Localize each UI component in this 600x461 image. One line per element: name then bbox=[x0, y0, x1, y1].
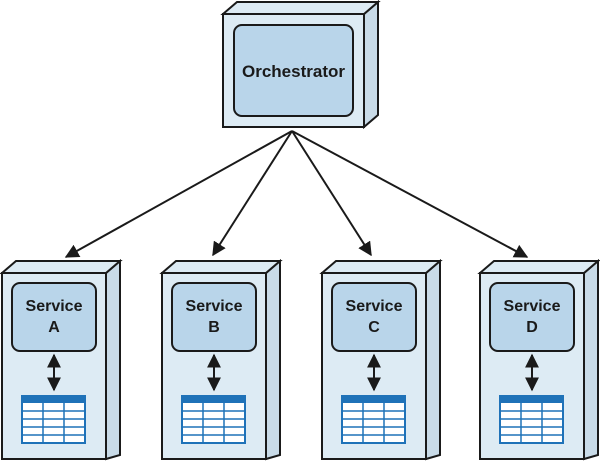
database-table-icon bbox=[21, 395, 86, 444]
database-table-icon bbox=[499, 395, 564, 444]
orchestrator-label: Orchestrator bbox=[242, 62, 345, 81]
orchestrator-top bbox=[220, 0, 381, 15]
service-label-line1: Service bbox=[26, 298, 83, 315]
service-node-d: Service D bbox=[477, 258, 600, 461]
service-side bbox=[105, 258, 121, 461]
service-panel bbox=[171, 282, 257, 352]
orchestrator-panel bbox=[233, 24, 354, 117]
service-top bbox=[159, 260, 283, 274]
service-panel bbox=[489, 282, 575, 352]
database-table-icon bbox=[341, 395, 406, 444]
service-node-a: Service A bbox=[0, 258, 123, 461]
arrow-to-service-a bbox=[64, 130, 293, 258]
service-label-line2: C bbox=[368, 319, 380, 336]
service-top bbox=[319, 260, 443, 274]
service-node-b: Service B bbox=[159, 258, 283, 461]
database-table-icon bbox=[181, 395, 246, 444]
arrow-to-service-d bbox=[291, 130, 529, 258]
arrow-to-service-c bbox=[291, 130, 372, 257]
service-top bbox=[0, 260, 123, 274]
orchestrator-node: Orchestrator bbox=[220, 0, 381, 130]
service-label-line2: D bbox=[526, 319, 538, 336]
service-side bbox=[425, 258, 441, 461]
service-top bbox=[477, 260, 600, 274]
service-label-line1: Service bbox=[186, 298, 243, 315]
service-label-line1: Service bbox=[346, 298, 403, 315]
orchestrator-side bbox=[363, 0, 379, 130]
service-side bbox=[265, 258, 281, 461]
arrow-to-service-b bbox=[212, 130, 293, 257]
orchestrator-arrows bbox=[64, 130, 529, 258]
service-side bbox=[583, 258, 599, 461]
service-panel bbox=[11, 282, 97, 352]
service-label-line1: Service bbox=[504, 298, 561, 315]
service-node-c: Service C bbox=[319, 258, 443, 461]
service-label-line2: A bbox=[48, 319, 60, 336]
service-label-line2: B bbox=[208, 319, 220, 336]
service-panel bbox=[331, 282, 417, 352]
